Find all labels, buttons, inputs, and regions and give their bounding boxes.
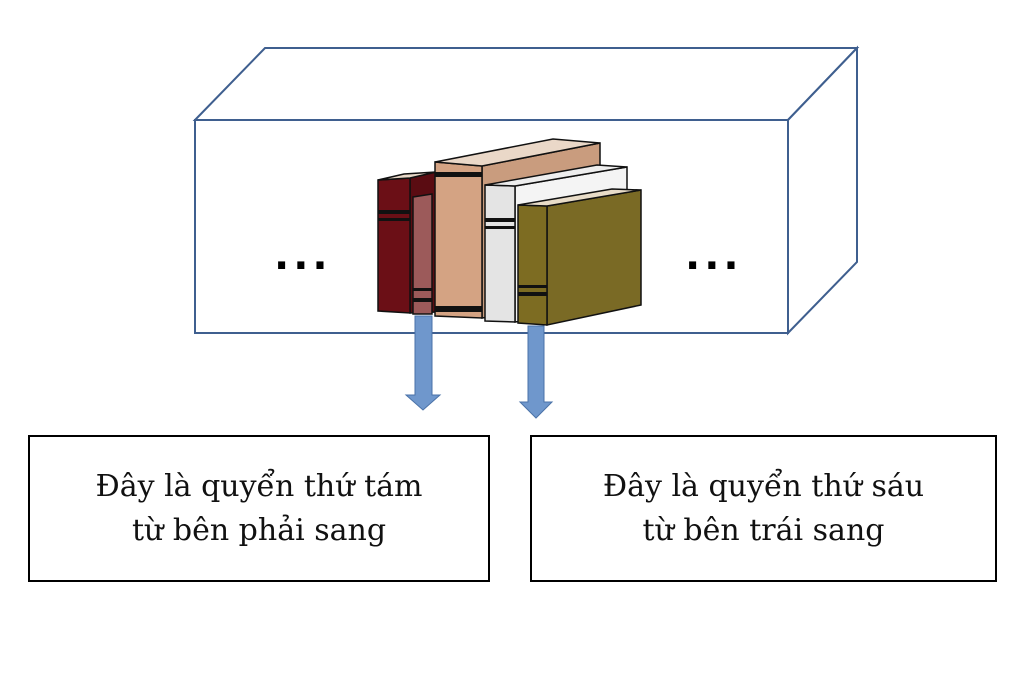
caption-left-line2: từ bên phải sang: [131, 512, 387, 548]
book-pink: [412, 193, 433, 315]
caption-box-left: Đây là quyển thứ tám từ bên phải sang: [28, 435, 490, 582]
caption-right-line2: từ bên trái sang: [642, 512, 885, 548]
left-ellipsis: ...: [274, 233, 332, 279]
caption-box-right: Đây là quyển thứ sáu từ bên trái sang: [530, 435, 997, 582]
arrow-right: [518, 325, 554, 419]
right-ellipsis: ...: [685, 233, 743, 279]
arrow-left: [404, 315, 442, 411]
books: [377, 138, 642, 326]
caption-right-line1: Đây là quyển thứ sáu: [602, 468, 925, 504]
shelf-top-face: [192, 47, 860, 121]
arrows: [404, 315, 554, 419]
book-olive: [517, 188, 642, 326]
caption-left-line1: Đây là quyển thứ tám: [95, 468, 423, 504]
